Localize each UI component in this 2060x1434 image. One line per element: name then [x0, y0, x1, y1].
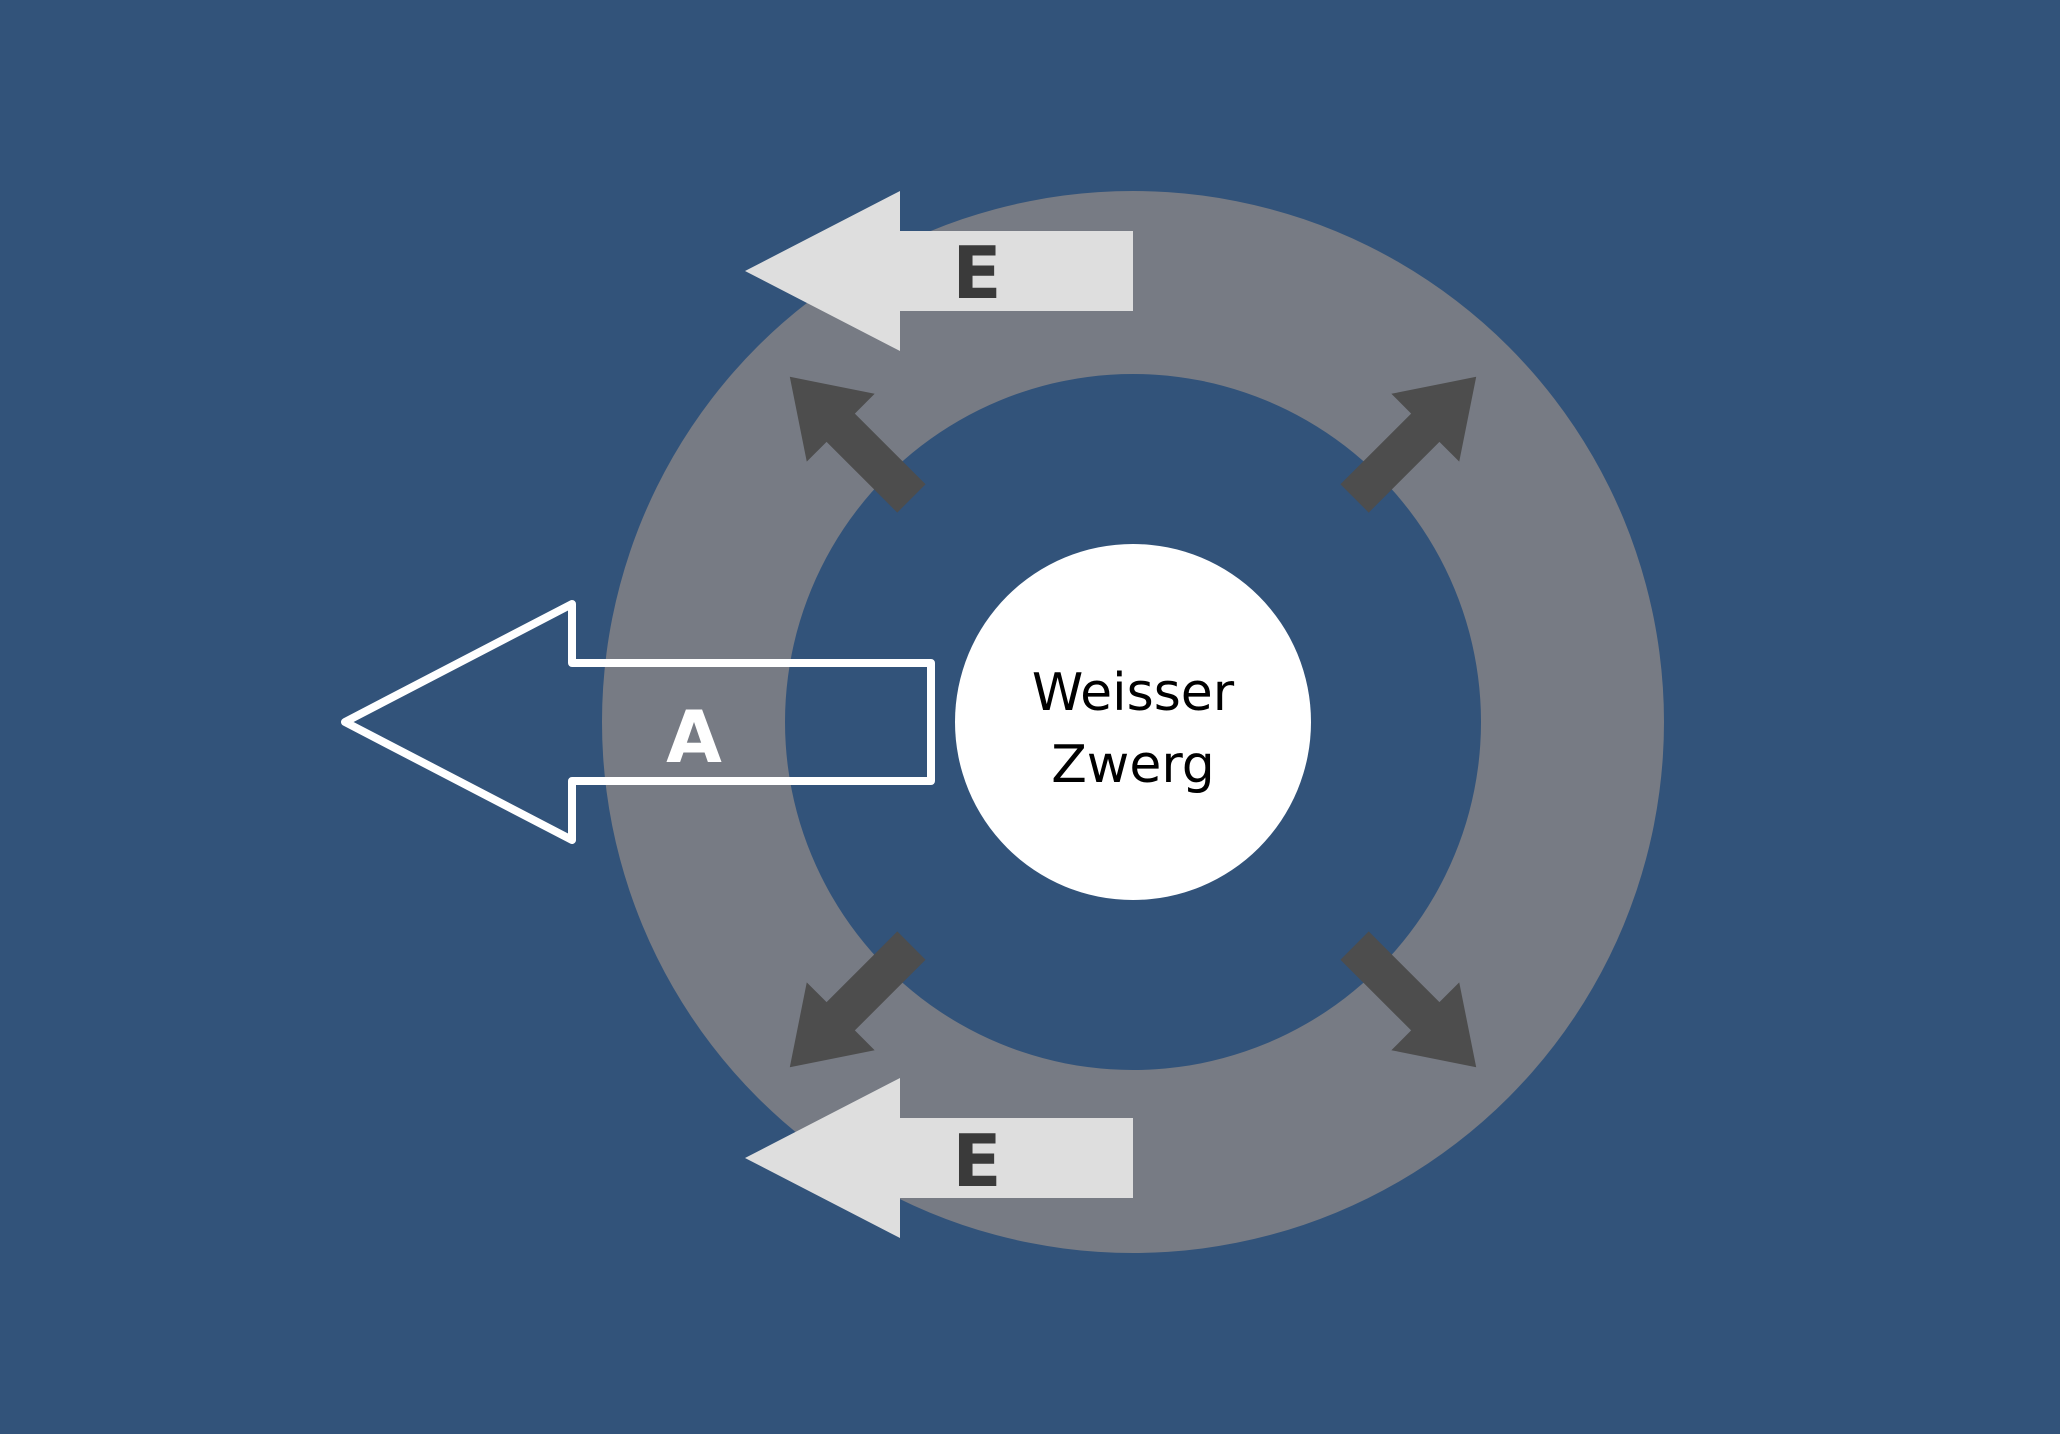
emission-arrow-bottom-label: E	[952, 1119, 1001, 1203]
core-label-line1: Weisser	[1032, 663, 1235, 723]
absorption-arrow-outline	[341, 600, 935, 844]
expansion-arrow-bottom-left-icon	[789, 931, 926, 1068]
white-dwarf-core	[955, 544, 1311, 900]
emission-arrow-top: E	[745, 191, 1133, 351]
emission-arrow-bottom: E	[745, 1078, 1133, 1238]
core-label-line2: Zwerg	[1051, 735, 1215, 795]
absorption-arrow: A	[341, 600, 935, 844]
emission-arrow-bottom-shape	[745, 1078, 1133, 1238]
absorption-arrow-label: A	[666, 695, 722, 779]
expansion-arrow-bottom-right-icon	[1340, 931, 1477, 1068]
expansion-arrow-top-right-icon	[1340, 376, 1477, 513]
expansion-arrow-top-left-icon	[789, 376, 926, 513]
emission-arrow-top-shape	[745, 191, 1133, 351]
emission-arrow-top-label: E	[952, 231, 1001, 315]
